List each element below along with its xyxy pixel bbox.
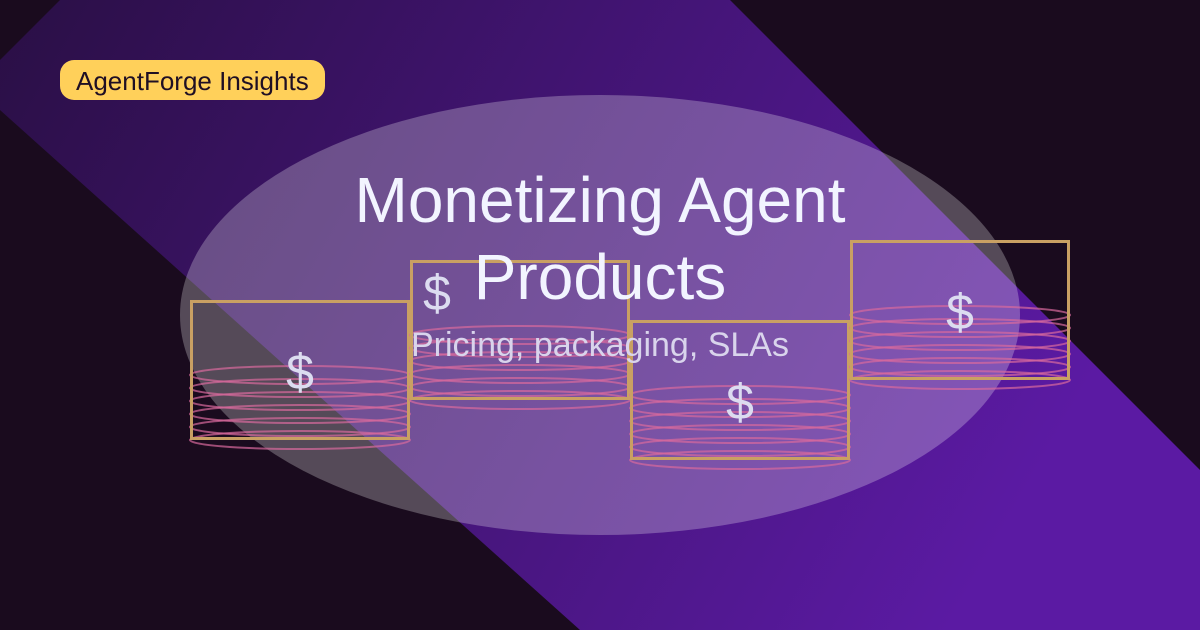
coin-box: $ — [629, 320, 851, 470]
box-frame — [190, 300, 410, 440]
dollar-icon: $ — [726, 374, 754, 430]
box-frame — [410, 260, 630, 400]
title-line-2: Products — [474, 241, 727, 313]
box-frame — [850, 240, 1070, 380]
box-frame — [630, 320, 850, 460]
coin-box: $ — [849, 240, 1071, 390]
title-line-1: Monetizing Agent — [355, 164, 846, 236]
brand-badge: AgentForge Insights — [60, 60, 325, 100]
dollar-icon: $ — [423, 265, 451, 321]
dollar-icon: $ — [946, 284, 974, 340]
coin-box: $ — [409, 260, 631, 410]
coin-box: $ — [189, 300, 411, 450]
dollar-icon: $ — [286, 344, 314, 400]
highlight-ellipse — [180, 95, 1020, 535]
subtitle: Pricing, packaging, SLAs — [411, 326, 789, 364]
